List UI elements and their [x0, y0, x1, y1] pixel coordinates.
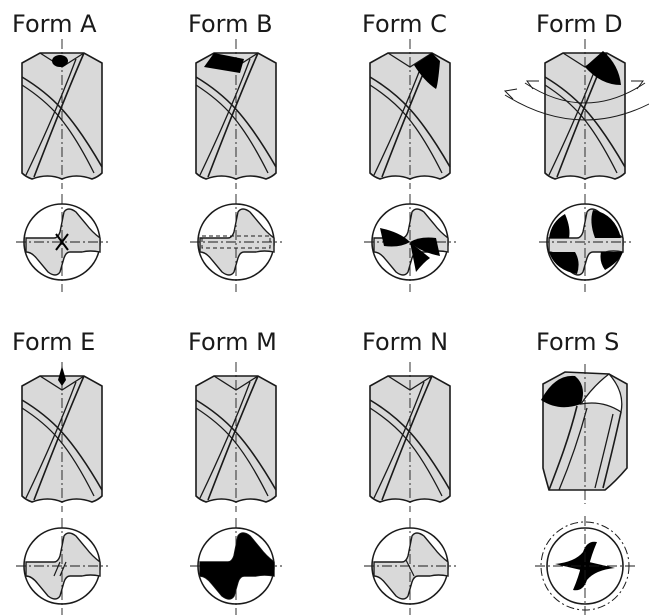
form-b-label: Form B — [188, 10, 273, 38]
form-s-label: Form S — [536, 328, 620, 356]
form-n-section — [363, 517, 457, 615]
form-m-section — [189, 517, 283, 615]
form-e-section — [15, 517, 109, 615]
form-a-label: Form A — [12, 10, 97, 38]
form-n-drill — [369, 361, 451, 513]
form-e-drill — [21, 361, 103, 513]
form-m-drill — [195, 361, 277, 513]
form-c-section — [363, 193, 457, 293]
form-b-section — [189, 193, 283, 293]
form-a-section — [15, 193, 109, 293]
form-s-section — [535, 516, 635, 615]
form-b-drill — [195, 38, 277, 190]
form-e-label: Form E — [12, 328, 96, 356]
form-d-section — [538, 193, 632, 293]
form-n-label: Form N — [362, 328, 449, 356]
form-d-label: Form D — [536, 10, 623, 38]
form-a-drill — [21, 38, 103, 190]
form-d-drill — [503, 38, 649, 190]
form-c-label: Form C — [362, 10, 447, 38]
form-s-drill — [541, 364, 628, 504]
form-m-label: Form M — [188, 328, 277, 356]
form-c-drill — [369, 38, 451, 190]
